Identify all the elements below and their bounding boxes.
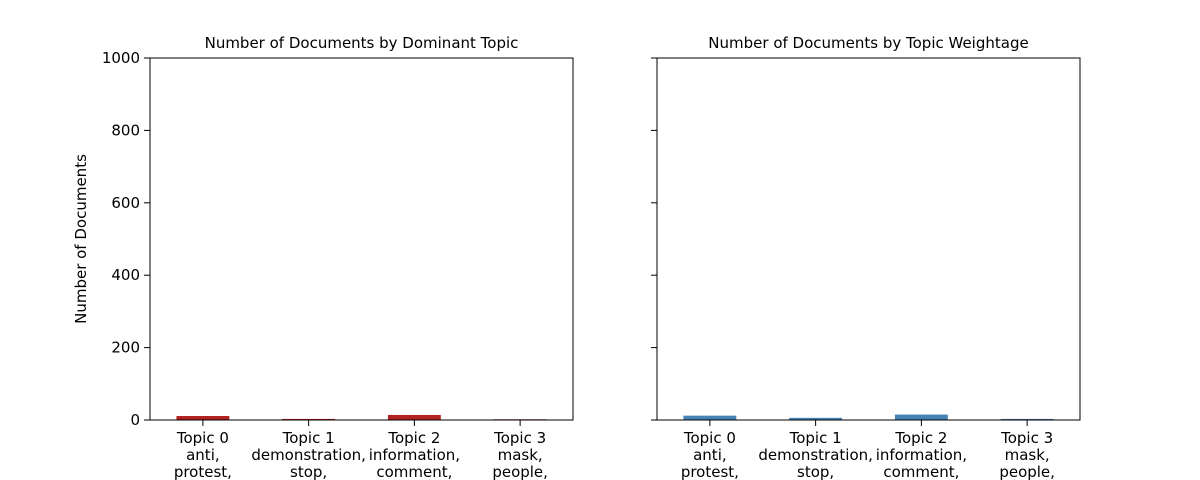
y-axis-label: Number of Documents [72, 154, 90, 324]
bar-2 [387, 414, 441, 420]
bar-3 [1000, 418, 1054, 420]
bar-0 [176, 416, 230, 420]
bar-1 [282, 418, 336, 420]
y-tick-label-5: 1000 [102, 49, 140, 67]
y-tick-label-0: 0 [130, 411, 140, 429]
y-tick-label-2: 400 [111, 266, 140, 284]
bar-1 [789, 417, 843, 420]
bar-0 [683, 415, 737, 420]
axes-frame [656, 57, 1081, 421]
bar-2 [894, 414, 948, 420]
chart-title: Number of Documents by Topic Weightage [708, 34, 1028, 52]
y-tick-label-4: 800 [111, 121, 140, 139]
chart-title: Number of Documents by Dominant Topic [205, 34, 519, 52]
y-tick-label-1: 200 [111, 339, 140, 357]
y-tick-label-3: 600 [111, 194, 140, 212]
axes-frame [149, 57, 574, 421]
